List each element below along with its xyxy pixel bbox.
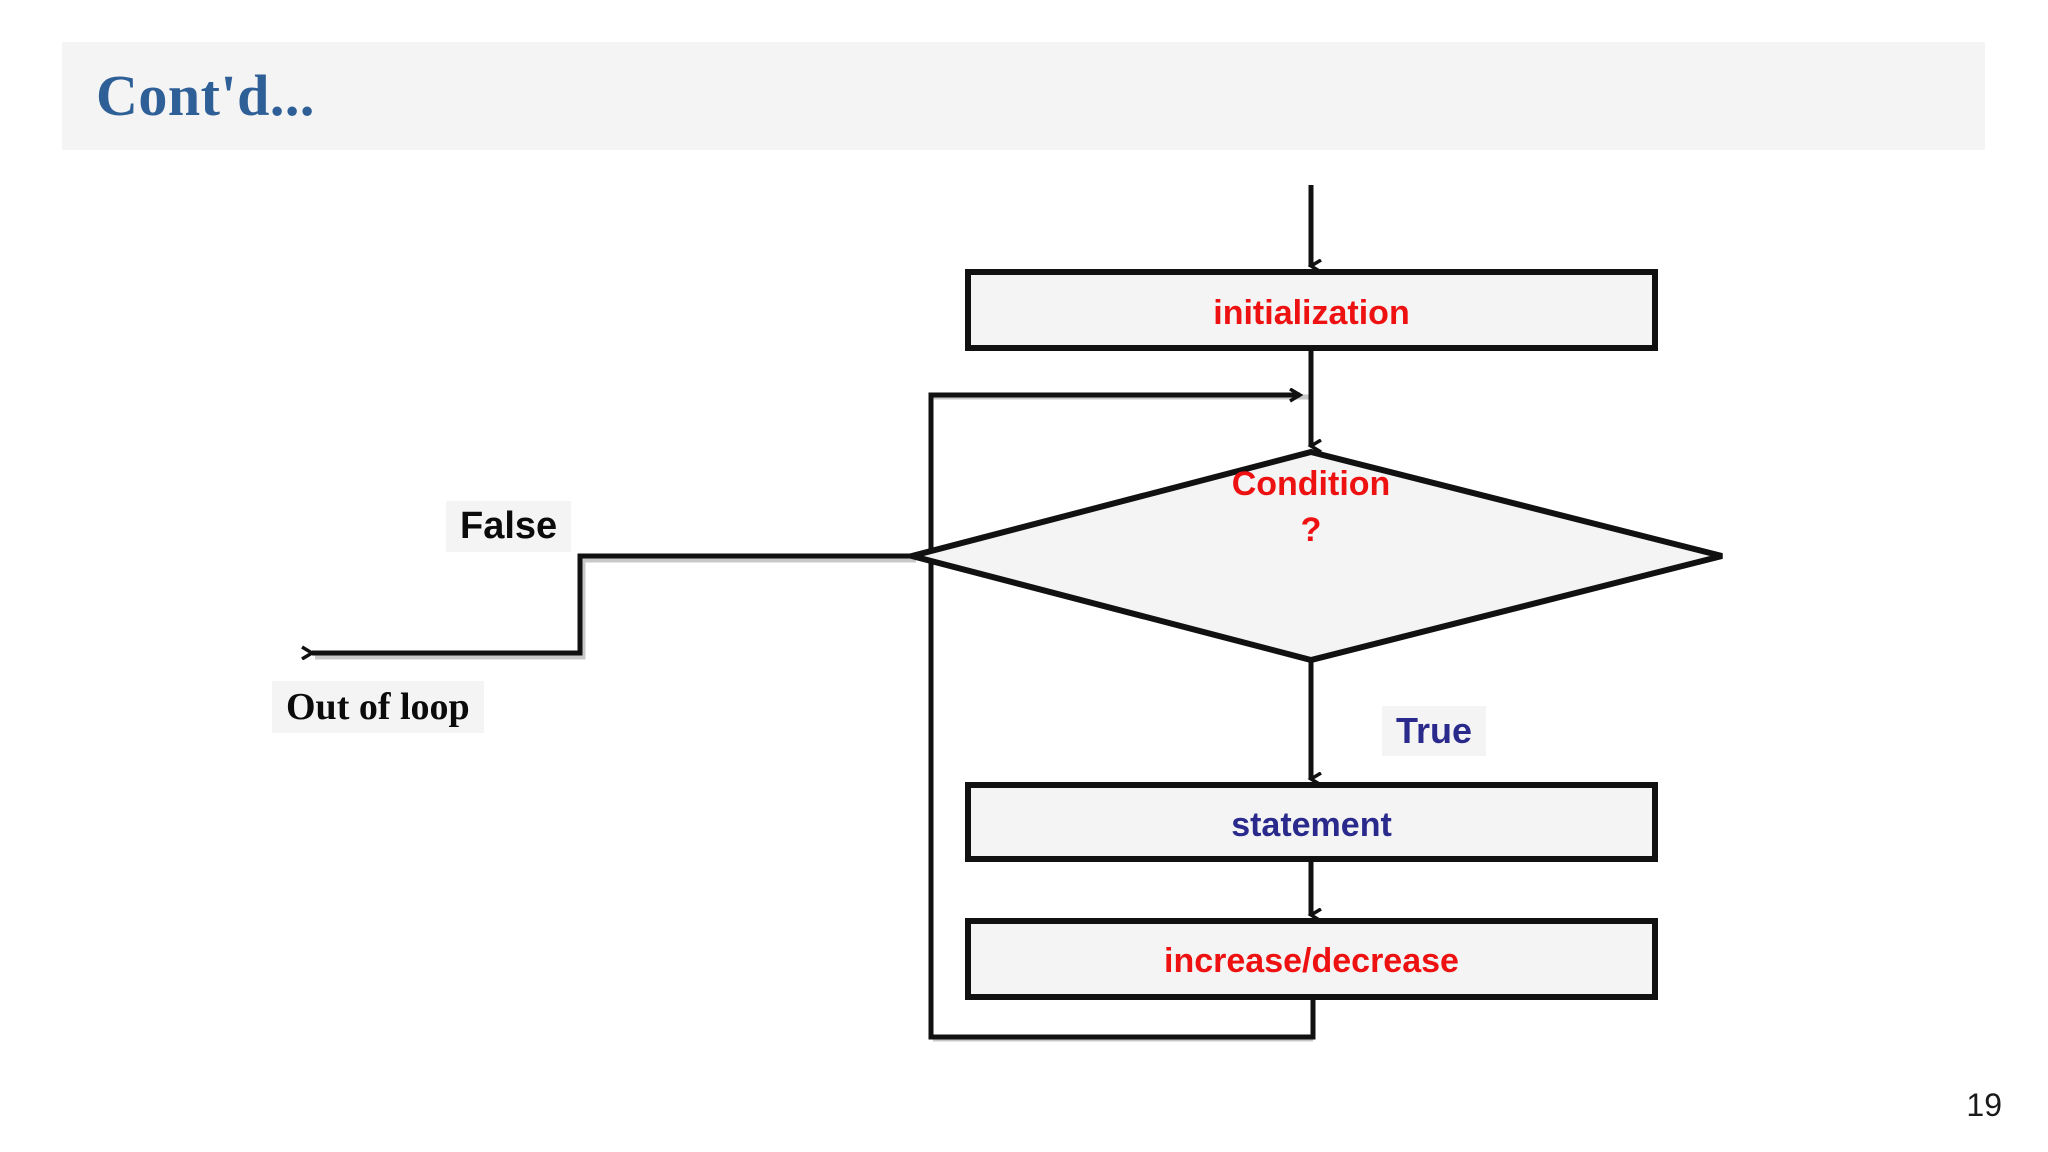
connector-condition-false-to-out-of-loop [312, 553, 912, 653]
title-band [62, 42, 1985, 150]
node-increase-decrease [965, 918, 1658, 1000]
node-label-statement: statement [1231, 806, 1392, 844]
edge-label-false: False [446, 501, 572, 552]
node-initialization [965, 269, 1658, 351]
node-label-initialization: initialization [1213, 294, 1410, 332]
edge-label-out-of-loop: Out of loop [272, 681, 484, 733]
edge-label-true: True [1382, 706, 1487, 756]
page-title: Cont'd... [96, 63, 315, 128]
connector-loop-back-to-condition [928, 395, 1316, 1040]
page-number: 19 [1966, 1087, 2002, 1123]
node-label-condition-question: ? [1300, 511, 1322, 549]
node-label-increase-decrease: increase/decrease [1164, 942, 1459, 980]
node-label-condition: Condition [1231, 465, 1391, 503]
